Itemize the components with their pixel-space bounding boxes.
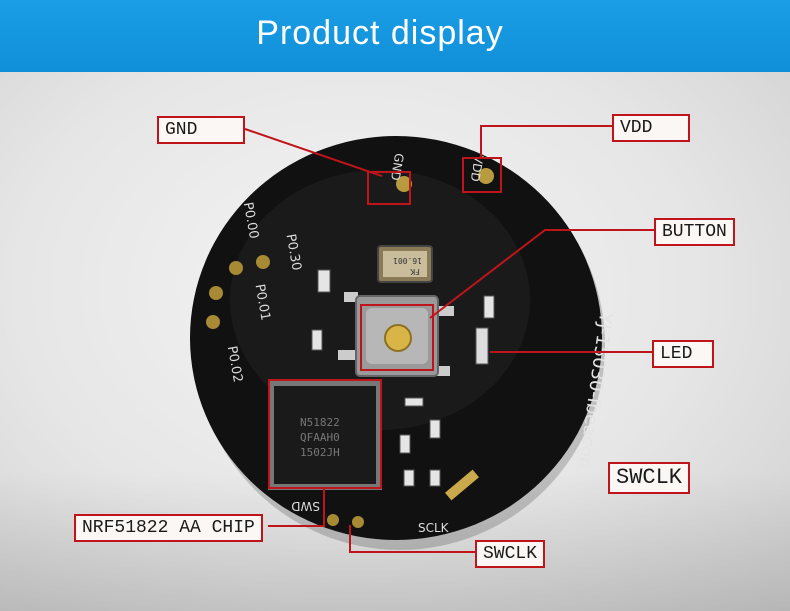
button-pin-left [344, 292, 358, 302]
chip-marking-1: N51822 [300, 416, 340, 429]
silk-sclk: SCLK [418, 521, 450, 535]
vdd-leader [480, 125, 613, 158]
callout-button: BUTTON [654, 218, 735, 246]
button-highlight-box [360, 304, 434, 371]
p001-pad [209, 286, 223, 300]
smd-8 [429, 469, 441, 487]
swclk-leader [349, 525, 476, 553]
silk-p030: P0.30 [283, 233, 304, 272]
antenna [444, 469, 480, 501]
vdd-pad [478, 168, 494, 184]
title-banner: Product display [0, 0, 790, 72]
smd-4 [404, 397, 424, 407]
callout-swclk-right: SWCLK [608, 462, 691, 494]
gnd-pad [396, 176, 412, 192]
silk-p001: P0.01 [252, 283, 273, 322]
nrf51822-chip [274, 386, 376, 484]
swd-pad [327, 514, 339, 526]
smd-3 [311, 329, 323, 351]
silk-swd: SWD [291, 499, 320, 513]
button-pin-right [436, 306, 454, 316]
chip-marking-3: 1502JH [300, 446, 340, 459]
crystal-label-2: 16.001 [393, 256, 422, 265]
gnd-leader [244, 128, 383, 177]
chip-marking-2: QFAAH0 [300, 431, 340, 444]
callout-gnd: GND [157, 116, 245, 144]
led-component [475, 327, 489, 365]
silk-vdd: VDD [468, 154, 486, 183]
smd-1 [483, 295, 495, 319]
p000-pad [229, 261, 243, 275]
silk-p000: P0.00 [240, 201, 261, 240]
button-actuator [384, 324, 412, 352]
silk-gnd: GND [388, 152, 407, 182]
chip-leader [268, 488, 325, 527]
callout-swclk-bottom: SWCLK [475, 540, 546, 568]
p002-pad [206, 315, 220, 329]
button-pin-bl [338, 350, 356, 360]
p030-pad [256, 255, 270, 269]
smd-6 [429, 419, 441, 439]
silk-p002: P0.02 [224, 345, 245, 384]
banner-title: Product display [256, 14, 504, 52]
sclk-pad [352, 516, 364, 528]
button-leader [429, 229, 655, 319]
callout-vdd: VDD [612, 114, 690, 142]
smd-2 [317, 269, 331, 293]
callout-led: LED [652, 340, 714, 368]
crystal-label-1: FK [410, 267, 420, 276]
callout-chip: NRF51822 AA CHIP [74, 514, 263, 542]
gnd-highlight-box [367, 171, 411, 205]
button-pin-br [434, 366, 450, 376]
smd-7 [403, 469, 415, 487]
smd-5 [399, 434, 411, 454]
